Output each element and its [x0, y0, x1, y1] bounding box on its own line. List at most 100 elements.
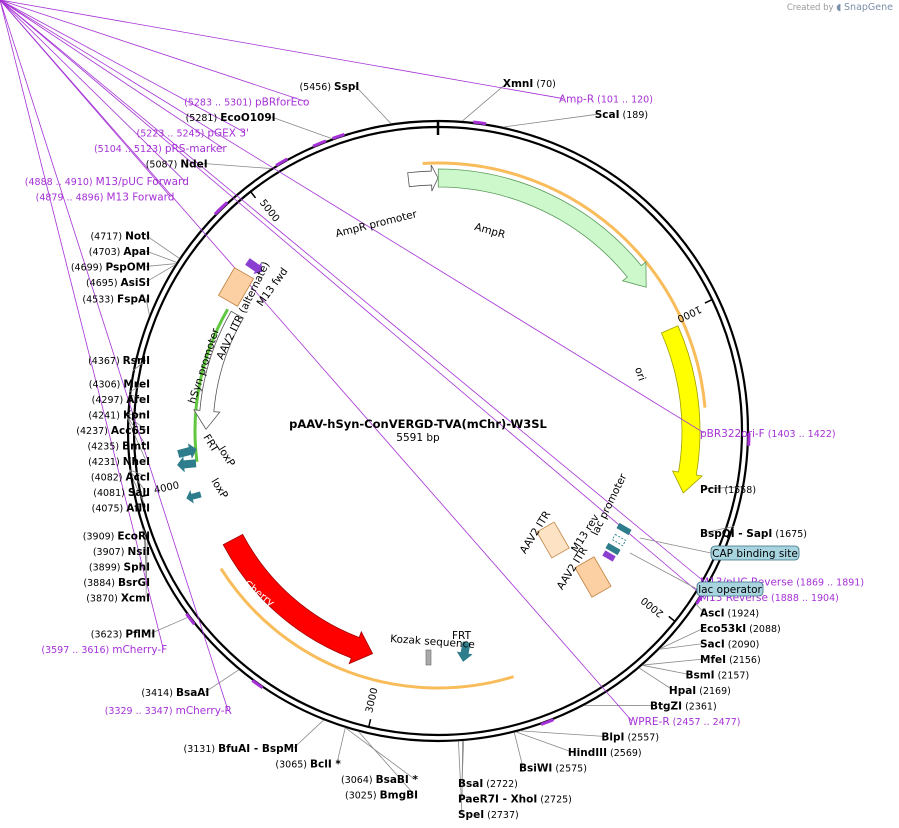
primer-leader-7	[0, 0, 171, 197]
enzyme-label-28: (4075) AflII	[92, 502, 150, 514]
enzyme-label-4: AscI (1924)	[700, 608, 759, 620]
enzyme-leader-36	[129, 383, 147, 393]
primer-label-6: (3597 .. 3616) mCherry-F	[41, 644, 167, 656]
lac-operator-leader-line	[629, 552, 698, 590]
enzyme-label-15: PaeR7I - XhoI (2725)	[458, 794, 572, 806]
credit-prefix: Created by	[786, 3, 834, 13]
highlight-arc-1	[219, 567, 514, 690]
primer-leader-8	[0, 0, 186, 182]
label-ori: ori	[632, 366, 648, 383]
feature-arrow-ampr-promoter	[407, 164, 439, 192]
enzyme-label-16: SpeI (2737)	[458, 809, 519, 821]
enzyme-label-8: BsmI (2157)	[685, 670, 749, 682]
enzyme-leader-45	[355, 85, 392, 124]
site-labels: XmnI (70)Amp-R (101 .. 120)ScaI (189)pBR…	[25, 78, 864, 821]
primer-label-0: Amp-R (101 .. 120)	[559, 94, 653, 106]
feature-arrow-hsyn-promoter	[193, 310, 244, 430]
primer-leader-10	[0, 0, 246, 133]
m13-rev-arrow	[602, 550, 616, 562]
enzyme-label-3: BspQI - SapI (1675)	[700, 528, 807, 540]
enzyme-label-40: (4699) PspOMI	[71, 261, 150, 273]
aav2-itr-box-1	[536, 521, 570, 559]
feature-arrow-mcherry	[222, 533, 374, 665]
enzyme-label-30: (4082) AccI	[91, 471, 150, 483]
enzyme-label-26: (3907) NsiI	[93, 546, 150, 558]
credit-brand: SnapGene	[844, 2, 893, 13]
enzyme-leader-38	[145, 298, 150, 316]
kozak-sequence-mark	[425, 649, 432, 666]
tick-mark-2000	[668, 615, 676, 622]
feature-arrow-ampr	[437, 168, 647, 288]
enzyme-leader-43	[203, 163, 272, 169]
enzyme-leader-44	[271, 116, 332, 140]
enzyme-label-23: (3870) XcmI	[86, 592, 150, 604]
enzyme-label-44: (5281) EcoO109I	[186, 112, 276, 124]
enzyme-label-10: BtgZI (2361)	[650, 701, 717, 713]
plasmid-name: pAAV-hSyn-ConVERGD-TVA(mChr)-W3SL	[289, 417, 547, 431]
primer-mark-9	[275, 157, 289, 167]
enzyme-label-36: (4306) MreI	[89, 378, 150, 390]
primer-mark-0	[473, 120, 487, 126]
feature-arrows	[193, 164, 704, 665]
enzyme-leader-29	[129, 469, 147, 493]
enzyme-leader-30	[129, 469, 147, 477]
enzyme-label-24: (3884) BsrGI	[83, 577, 150, 589]
enzyme-leader-3	[703, 525, 735, 534]
enzyme-leader-0	[462, 82, 508, 122]
tick-label-1000: 1000	[675, 303, 703, 324]
lac-operator-mark	[605, 542, 621, 556]
primer-leader-0	[0, 0, 564, 99]
primer-mark-5	[251, 679, 264, 689]
feature-arrow-ori	[660, 325, 704, 494]
primer-label-8: (4888 .. 4910) M13/pUC Forward	[25, 176, 189, 188]
primer-mark-11	[331, 132, 345, 140]
label-frt-bottom: FRT	[452, 630, 472, 642]
enzyme-label-6: SacI (2090)	[700, 639, 759, 651]
enzyme-label-19: (3065) BclI *	[275, 758, 341, 770]
label-loxp-lower: loxP	[208, 476, 230, 501]
primer-leader-4	[0, 0, 633, 722]
enzyme-label-42: (4717) NotI	[90, 230, 150, 242]
enzyme-label-7: MfeI (2156)	[700, 654, 761, 666]
enzyme-label-25: (3899) SphI	[89, 561, 150, 573]
label-loxp-upper: loxP	[215, 444, 237, 469]
aav2-itr-alternate-box	[217, 267, 255, 307]
tick-label-3000: 3000	[364, 687, 381, 714]
primer-label-5: (3329 .. 3347) mCherry-R	[105, 705, 232, 717]
primer-leader-11	[0, 0, 306, 102]
primer-leader-9	[0, 0, 223, 149]
enzyme-leader-5	[659, 627, 705, 650]
enzyme-label-2: PciI (1558)	[700, 484, 756, 496]
enzyme-label-0: XmnI (70)	[503, 78, 556, 90]
enzyme-label-33: (4237) Acc65I	[76, 425, 150, 437]
m13-fwd-arrow	[245, 258, 263, 275]
enzyme-label-31: (4231) NheI	[88, 456, 150, 468]
enzyme-label-43: (5087) NdeI	[146, 158, 208, 170]
tick-label-2000: 2000	[639, 594, 666, 619]
enzyme-leader-6	[659, 643, 705, 650]
snapgene-logo-icon: ◖	[836, 2, 842, 13]
primer-mark-6	[185, 612, 196, 626]
enzyme-label-29: (4081) SalI	[93, 487, 150, 499]
tick-label-4000: 4000	[153, 480, 180, 496]
enzyme-label-14: BsaI (2722)	[458, 778, 518, 790]
enzyme-leader-39	[145, 264, 176, 283]
cap-binding-mark	[611, 533, 627, 547]
enzyme-leader-19	[336, 727, 346, 764]
small-features	[177, 258, 632, 666]
primer-label-1: pBR322ori-F (1403 .. 1422)	[700, 428, 836, 440]
primer-mark-10	[312, 139, 327, 148]
tick-mark-5000	[250, 191, 257, 199]
highlight-arc-2	[193, 308, 229, 463]
primer-leader-1	[0, 0, 705, 434]
plasmid-length: 5591 bp	[396, 432, 440, 444]
enzyme-label-39: (4695) AsiSI	[86, 277, 150, 289]
enzyme-leader-32	[127, 416, 147, 446]
label-cap-binding-site: CAP binding site	[712, 548, 798, 560]
enzyme-label-9: HpaI (2169)	[669, 685, 731, 697]
enzyme-label-34: (4241) KpnI	[88, 409, 150, 421]
cap-leader-line	[639, 537, 712, 554]
enzyme-leader-37	[132, 359, 147, 371]
enzyme-leader-35	[129, 394, 147, 400]
